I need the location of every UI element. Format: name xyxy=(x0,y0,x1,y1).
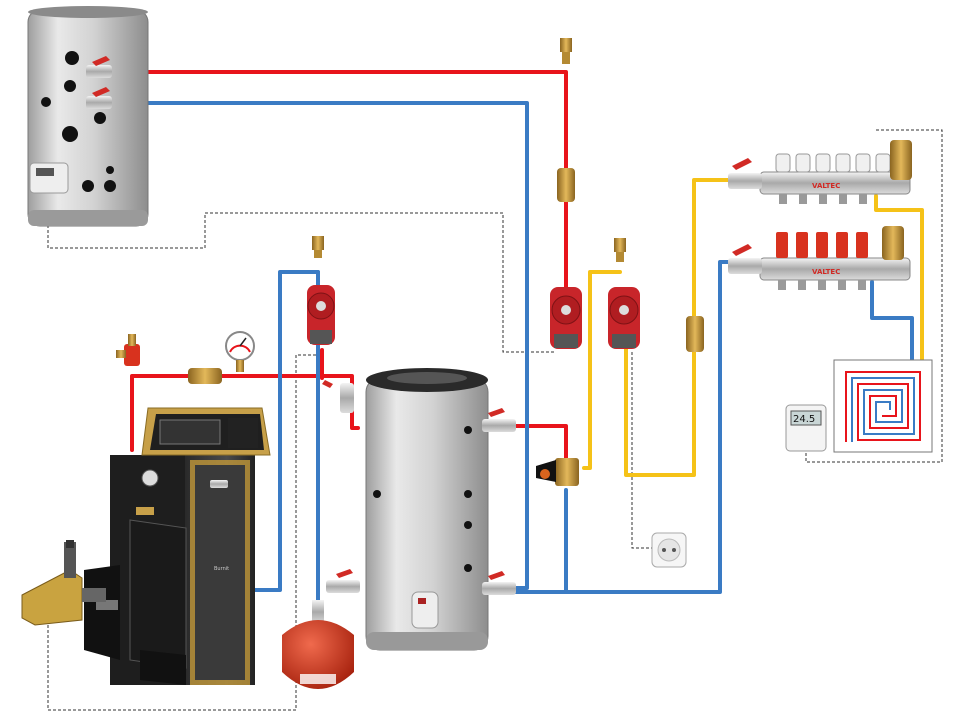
manifold-top-label: VALTEC xyxy=(812,182,840,190)
ball-valve-icon[interactable] xyxy=(482,408,516,432)
pressure-gauge-icon[interactable] xyxy=(225,331,255,372)
wire-boiler-pump xyxy=(47,354,318,711)
thermostat-display: 24.5 xyxy=(793,414,815,425)
wire-tank1-sensor xyxy=(47,212,556,353)
ball-valve-icon[interactable] xyxy=(86,87,112,109)
three-way-mixing-valve-icon[interactable] xyxy=(536,458,579,486)
air-vent-icon[interactable] xyxy=(560,38,572,64)
hot-pipe-boiler-supply xyxy=(130,374,360,452)
circulation-pump-icon[interactable] xyxy=(608,287,640,349)
circulation-pump-icon[interactable] xyxy=(307,285,335,345)
floor-pipe-pump-out xyxy=(624,178,740,477)
cold-pipe-loop-return xyxy=(870,280,914,362)
room-thermostat-icon[interactable]: 24.5 xyxy=(785,404,827,452)
wire-manifold-thermostat xyxy=(805,129,943,463)
hot-pipe-tank2-out xyxy=(514,424,568,472)
check-valve-icon[interactable] xyxy=(188,368,222,384)
storage-tank-top-icon[interactable] xyxy=(27,6,149,227)
safety-valve-icon[interactable] xyxy=(116,334,140,366)
cold-pipe-tank1-return xyxy=(110,101,529,590)
storage-tank-main-icon[interactable] xyxy=(365,368,516,651)
solid-fuel-boiler-icon[interactable]: Burnit xyxy=(21,407,271,685)
power-socket-icon[interactable] xyxy=(651,532,687,568)
ball-valve-icon[interactable] xyxy=(326,569,360,593)
control-wires xyxy=(47,129,943,711)
expansion-vessel-icon[interactable] xyxy=(282,600,354,689)
circulation-pump-icon[interactable] xyxy=(550,287,582,349)
air-vent-icon[interactable] xyxy=(614,238,626,262)
ball-valve-icon[interactable] xyxy=(482,571,516,595)
floor-heating-manifold-icon[interactable]: VALTEC VALTEC xyxy=(728,140,912,290)
check-valve-icon[interactable] xyxy=(557,168,575,202)
cold-pipe-boiler-return xyxy=(250,270,320,592)
manifold-bottom-label: VALTEC xyxy=(812,268,840,276)
ball-valve-icon[interactable] xyxy=(322,380,354,413)
wire-socket xyxy=(631,352,658,549)
underfloor-heating-loop-icon xyxy=(833,359,933,453)
floor-pipe-supply xyxy=(582,270,622,470)
ball-valve-icon[interactable] xyxy=(86,56,112,78)
hot-pipe-tank1-supply xyxy=(110,70,568,312)
air-vent-icon[interactable] xyxy=(312,236,324,258)
floor-pipe-loop xyxy=(874,194,924,362)
check-valve-icon[interactable] xyxy=(686,316,704,352)
boiler-plate-label: Burnit xyxy=(214,566,229,572)
pellet-burner-icon[interactable] xyxy=(21,540,106,626)
